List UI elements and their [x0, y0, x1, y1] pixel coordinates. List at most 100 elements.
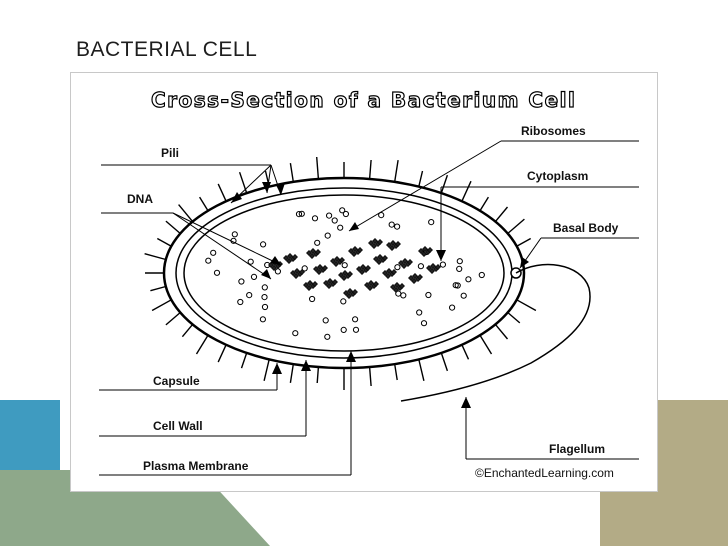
- pilus-hair: [217, 344, 227, 363]
- dna-blob: [303, 280, 318, 291]
- ribosome: [326, 212, 333, 219]
- ribosome: [250, 273, 258, 280]
- ribosomes: [205, 207, 485, 340]
- pilus-hair: [479, 334, 493, 355]
- dna-blob: [348, 246, 363, 257]
- ribosome: [339, 207, 346, 214]
- pilus-hair: [368, 366, 372, 387]
- ribosome: [394, 223, 401, 230]
- label-pili: Pili: [161, 146, 179, 160]
- ribosome: [342, 210, 349, 218]
- pilus-hair: [289, 364, 294, 384]
- slide-title: BACTERIAL CELL: [76, 38, 258, 61]
- dna-blob: [408, 273, 423, 284]
- dna-blob: [330, 256, 345, 267]
- ribosome: [352, 326, 360, 333]
- ribosome: [331, 217, 338, 224]
- ribosome: [261, 284, 268, 291]
- ribosome: [298, 210, 305, 217]
- dna-blob: [368, 238, 383, 249]
- label-flagellum: Flagellum: [549, 442, 605, 456]
- ribosome: [341, 262, 348, 269]
- ribosome: [205, 257, 212, 264]
- ribosome: [324, 232, 331, 239]
- flagellum: [400, 263, 591, 402]
- leader-lines: [99, 140, 639, 476]
- label-basal-body: Basal Body: [553, 221, 619, 235]
- pilus-hair: [240, 352, 248, 369]
- pilus-hair: [165, 311, 181, 326]
- ribosome: [309, 295, 316, 303]
- dna-blob: [290, 268, 305, 279]
- dna-blob: [398, 258, 413, 269]
- pilus-hair: [516, 237, 532, 247]
- pilus-hair: [199, 196, 209, 212]
- ribosome: [324, 333, 331, 340]
- pilus-hair: [156, 237, 172, 247]
- pilus-hair: [507, 218, 525, 235]
- pilus-hair: [479, 196, 489, 212]
- pilus-hair: [181, 323, 194, 338]
- ribosome: [314, 239, 321, 246]
- dna-blob: [373, 254, 388, 265]
- ribosome: [260, 241, 267, 248]
- pilus-hair: [144, 253, 166, 261]
- ribosome: [400, 292, 407, 299]
- ribosome: [420, 320, 428, 327]
- ribosome: [416, 309, 423, 316]
- ribosome: [322, 317, 329, 324]
- ribosome: [311, 215, 319, 222]
- pilus-hair: [440, 352, 449, 372]
- ribosome: [247, 258, 254, 265]
- ribosome: [478, 271, 485, 279]
- pilus-hair: [440, 174, 449, 194]
- arrowheads: [231, 182, 529, 408]
- label-ribosomes: Ribosomes: [521, 124, 586, 138]
- ribosome: [425, 291, 432, 299]
- dna-blob: [313, 264, 328, 275]
- ribosome: [259, 316, 266, 323]
- dna-blob: [343, 288, 358, 299]
- ribosome: [428, 219, 435, 226]
- dna-blob: [426, 263, 441, 274]
- pilus-hair: [150, 285, 166, 292]
- label-cytoplasm: Cytoplasm: [527, 169, 588, 183]
- dna-blob: [382, 268, 397, 279]
- ribosome: [301, 265, 308, 272]
- pilus-hair: [418, 359, 425, 381]
- diagram-title: Cross-Section of a Bacterium Cell: [151, 88, 576, 112]
- pilus-hair: [494, 206, 509, 223]
- dna-blob: [386, 240, 401, 251]
- ribosome: [261, 303, 269, 311]
- pilus-hair: [494, 323, 509, 340]
- ribosome: [340, 298, 347, 305]
- pilus-hair: [394, 364, 398, 381]
- label-capsule: Capsule: [153, 374, 200, 388]
- ribosome: [213, 269, 221, 276]
- ribosome: [352, 316, 359, 323]
- bacterium-diagram: Cross-Section of a Bacterium Cell: [70, 72, 658, 492]
- ribosome: [452, 282, 459, 289]
- pilus-hair: [289, 162, 294, 182]
- ribosome: [261, 294, 268, 301]
- label-cell-wall: Cell Wall: [153, 419, 203, 433]
- dna-blob: [338, 270, 353, 281]
- ribosome: [394, 264, 401, 271]
- pilus-hair: [418, 170, 424, 187]
- ribosome: [337, 224, 344, 231]
- dna-blob: [356, 264, 371, 275]
- pilus-hair: [507, 311, 521, 324]
- pilus-hair: [516, 299, 537, 312]
- dna-blob: [283, 253, 298, 264]
- ribosome: [388, 221, 395, 228]
- ribosome: [238, 278, 245, 285]
- ribosome: [295, 211, 303, 218]
- pilus-hair: [217, 183, 227, 202]
- pilus-hair: [316, 156, 320, 180]
- ribosome: [449, 304, 456, 311]
- pilus-hair: [461, 180, 472, 202]
- ribosome: [231, 231, 238, 238]
- dna-blob: [418, 246, 433, 257]
- dna-blob: [323, 278, 338, 289]
- pilus-hair: [394, 159, 399, 182]
